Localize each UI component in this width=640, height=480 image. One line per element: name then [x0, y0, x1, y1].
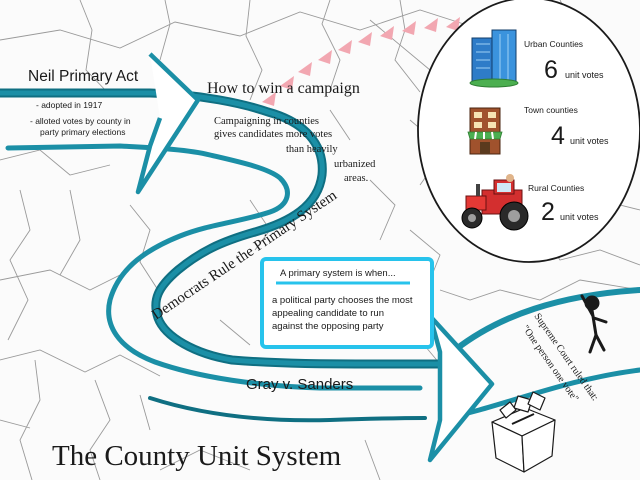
gray-sanders-label: Gray v. Sanders — [246, 376, 353, 393]
ballot-box-icon — [491, 391, 556, 473]
storefront-icon — [467, 107, 503, 155]
primary-box-line-3: against the opposing party — [272, 321, 384, 332]
town-unit-count: 4 — [551, 122, 565, 150]
neil-act-bullet-1: - adopted in 1917 — [36, 100, 102, 110]
urban-unit-count: 6 — [544, 56, 558, 84]
skyscraper-icon — [469, 29, 519, 88]
urban-unit-label: unit votes — [565, 70, 604, 80]
neil-act-heading: Neil Primary Act — [28, 68, 139, 85]
rural-counties-label: Rural Counties — [528, 183, 584, 193]
town-counties-label: Town counties — [524, 105, 578, 115]
primary-box-heading: A primary system is when... — [280, 268, 396, 279]
rural-unit-label: unit votes — [560, 212, 599, 222]
primary-definition-box — [260, 257, 434, 349]
neil-act-arrowhead — [135, 52, 201, 195]
campaign-line-4: urbanized — [334, 159, 376, 170]
ribbon-band — [0, 90, 448, 367]
campaign-line-1: Campaigning in counties — [214, 116, 319, 127]
campaign-line-5: areas. — [344, 173, 368, 184]
cheering-figure-icon — [580, 294, 608, 354]
tractor-icon — [461, 174, 529, 231]
campaign-heading: How to win a campaign — [207, 80, 360, 97]
pink-chevron-trail — [262, 17, 460, 106]
primary-box-line-2: appealing candidate to run — [272, 308, 384, 319]
timeline-ribbon — [0, 88, 640, 423]
page-title: The County Unit System — [52, 440, 342, 472]
ribbon-inner-line — [5, 143, 423, 391]
rural-unit-count: 2 — [541, 198, 555, 226]
ribbon-lower-line — [148, 396, 427, 423]
neil-act-bullet-2-line-2: party primary elections — [40, 127, 126, 137]
gray-sanders-arrowhead — [427, 313, 495, 463]
campaign-line-2: gives candidates more votes — [214, 129, 332, 140]
campaign-line-3: than heavily — [286, 144, 338, 155]
primary-box-line-1: a political party chooses the most — [272, 295, 413, 306]
ribbon-top-right — [452, 287, 640, 353]
urban-counties-label: Urban Counties — [524, 39, 583, 49]
town-unit-label: unit votes — [570, 136, 609, 146]
neil-act-bullet-2-line-1: - alloted votes by county in — [30, 116, 131, 126]
